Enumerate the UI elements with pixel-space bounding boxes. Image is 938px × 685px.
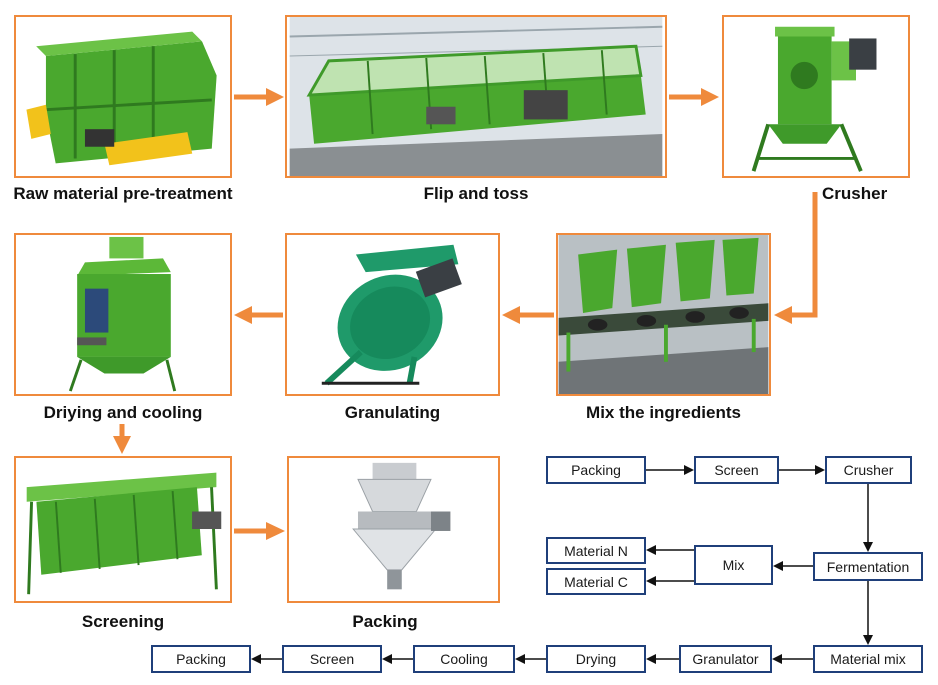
caption-granulating: Granulating xyxy=(344,403,441,422)
caption-screening: Screening xyxy=(81,612,165,631)
pretreatment-machine-icon xyxy=(26,31,217,166)
flow-box-granulator: Granulator xyxy=(679,645,772,673)
flow-box-packing-bottom: Packing xyxy=(151,645,251,673)
orange-arrow-crusher-to-mix xyxy=(774,192,818,324)
flow-box-screen-bottom: Screen xyxy=(282,645,382,673)
flow-box-drying: Drying xyxy=(546,645,646,673)
panel-pretreatment xyxy=(14,15,232,178)
flow-box-material-mix: Material mix xyxy=(813,645,923,673)
orange-arrow-flip-to-crusher xyxy=(669,88,719,106)
disc-granulator-icon xyxy=(321,244,462,386)
orange-arrow-screening-to-packing xyxy=(234,522,285,540)
orange-arrow-drying-to-screening xyxy=(113,424,131,454)
orange-arrow-granulating-to-drying xyxy=(234,306,283,324)
flow-box-mix: Mix xyxy=(694,545,773,585)
rotary-screen-icon xyxy=(26,472,222,595)
mixer-line-icon xyxy=(558,235,769,394)
turner-machine-icon xyxy=(289,17,663,176)
panel-screening xyxy=(14,456,232,603)
flow-box-cooling: Cooling xyxy=(413,645,515,673)
dryer-cooler-icon xyxy=(68,236,177,392)
caption-flip: Flip and toss xyxy=(423,184,529,203)
flow-box-material-n: Material N xyxy=(546,537,646,564)
flow-box-fermentation: Fermentation xyxy=(813,552,923,581)
orange-arrow-mix-to-granulating xyxy=(502,306,554,324)
caption-mix: Mix the ingredients xyxy=(586,403,741,422)
flow-box-crusher: Crusher xyxy=(825,456,912,484)
caption-crusher: Crusher xyxy=(822,184,888,203)
panel-granulating xyxy=(285,233,500,396)
crusher-machine-icon xyxy=(751,26,877,172)
caption-pretreatment: Raw material pre-treatment xyxy=(13,184,233,203)
flow-box-screen-top: Screen xyxy=(694,456,779,484)
orange-arrow-pretreatment-to-flip xyxy=(234,88,284,106)
panel-packing xyxy=(287,456,500,603)
caption-packing: Packing xyxy=(352,612,418,631)
packing-machine-icon xyxy=(352,462,451,590)
caption-drying: Driying and cooling xyxy=(43,403,203,422)
flow-box-packing-top: Packing xyxy=(546,456,646,484)
panel-crusher xyxy=(722,15,910,178)
panel-flip xyxy=(285,15,667,178)
panel-drying xyxy=(14,233,232,396)
panel-mix xyxy=(556,233,771,396)
flow-box-material-c: Material C xyxy=(546,568,646,595)
